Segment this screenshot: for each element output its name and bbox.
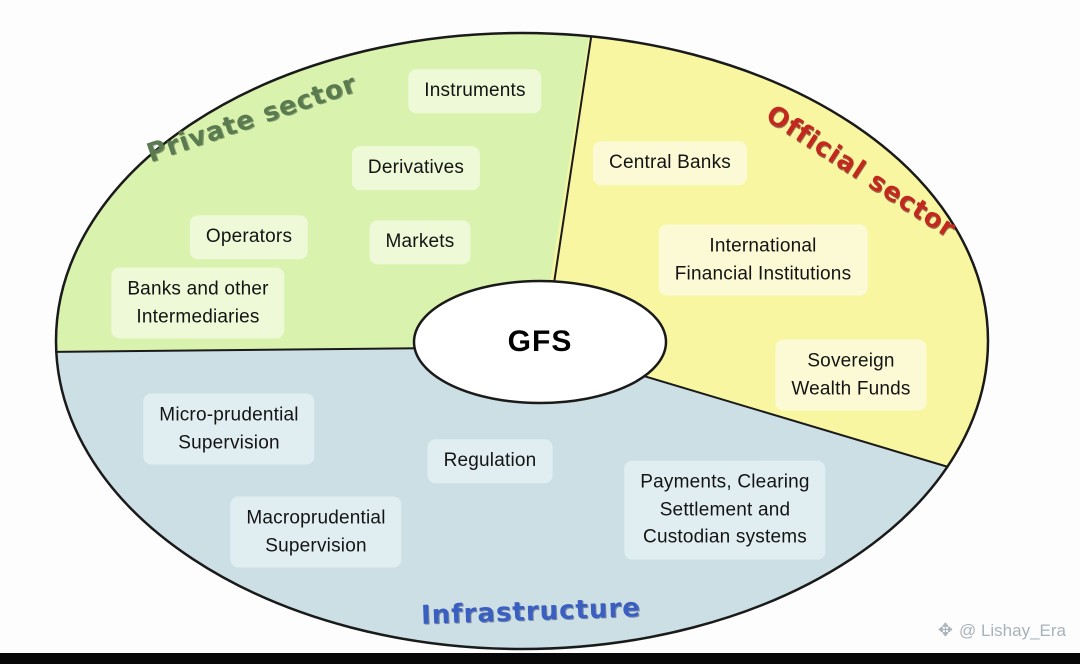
watermark-text: @ Lishay_Era	[958, 620, 1066, 640]
item-payments-clearing-settlement: Payments, Clearing Settlement and Custod…	[624, 460, 826, 560]
watermark: ✥ @ Lishay_Era	[938, 620, 1066, 641]
item-instruments: Instruments	[408, 69, 542, 113]
item-macroprudential-supervision: Macroprudential Supervision	[230, 496, 402, 568]
item-micro-prudential-supervision: Micro-prudential Supervision	[143, 393, 315, 465]
item-operators: Operators	[189, 215, 309, 259]
item-banks-intermediaries: Banks and other Intermediaries	[111, 267, 285, 339]
item-markets: Markets	[369, 220, 471, 264]
item-derivatives: Derivatives	[351, 146, 481, 190]
item-central-banks: Central Banks	[593, 141, 747, 185]
item-sovereign-wealth-funds: Sovereign Wealth Funds	[775, 339, 927, 411]
outer-ellipse	[54, 31, 990, 651]
center-gfs-label: GFS	[507, 325, 573, 358]
center-ellipse	[412, 279, 668, 405]
watermark-compass-icon: ✥	[937, 620, 953, 640]
item-regulation: Regulation	[427, 439, 553, 483]
bottom-bar	[0, 653, 1080, 664]
item-international-financial-institutions: International Financial Institutions	[658, 224, 868, 296]
